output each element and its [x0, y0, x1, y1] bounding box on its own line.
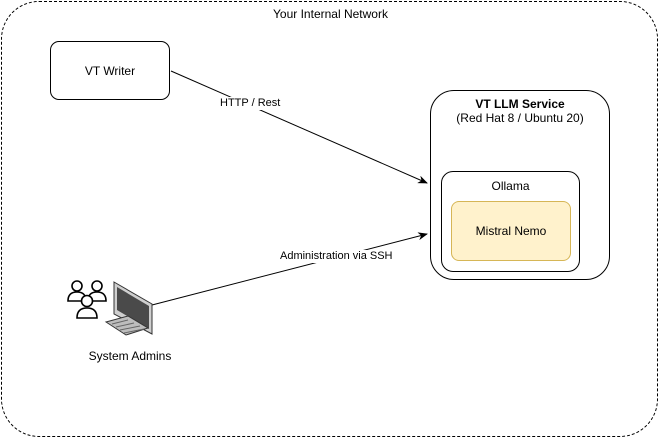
- http-connector-label: HTTP / Rest: [220, 97, 281, 110]
- service-title: VT LLM Service: [475, 97, 565, 111]
- system-admins-node[interactable]: [62, 276, 157, 340]
- ollama-node[interactable]: Ollama Mistral Nemo: [441, 171, 580, 272]
- mistral-nemo-label: Mistral Nemo: [475, 224, 547, 238]
- ssh-connector: [151, 232, 428, 306]
- vt-llm-service-node[interactable]: VT LLM Service (Red Hat 8 / Ubuntu 20) O…: [430, 90, 610, 280]
- http-connector: [170, 70, 428, 184]
- system-admins-label: System Admins: [88, 349, 172, 363]
- users-icon: [67, 280, 107, 319]
- service-subtitle: (Red Hat 8 / Ubuntu 20): [456, 111, 584, 125]
- vt-writer-label: VT Writer: [84, 63, 136, 78]
- vt-writer-node[interactable]: VT Writer: [50, 41, 170, 100]
- computer-icon: [104, 281, 153, 336]
- ollama-label: Ollama: [491, 179, 530, 193]
- mistral-nemo-node[interactable]: Mistral Nemo: [451, 201, 571, 261]
- ssh-connector-label: Administration via SSH: [280, 250, 393, 263]
- internal-network-label: Your Internal Network: [273, 7, 388, 21]
